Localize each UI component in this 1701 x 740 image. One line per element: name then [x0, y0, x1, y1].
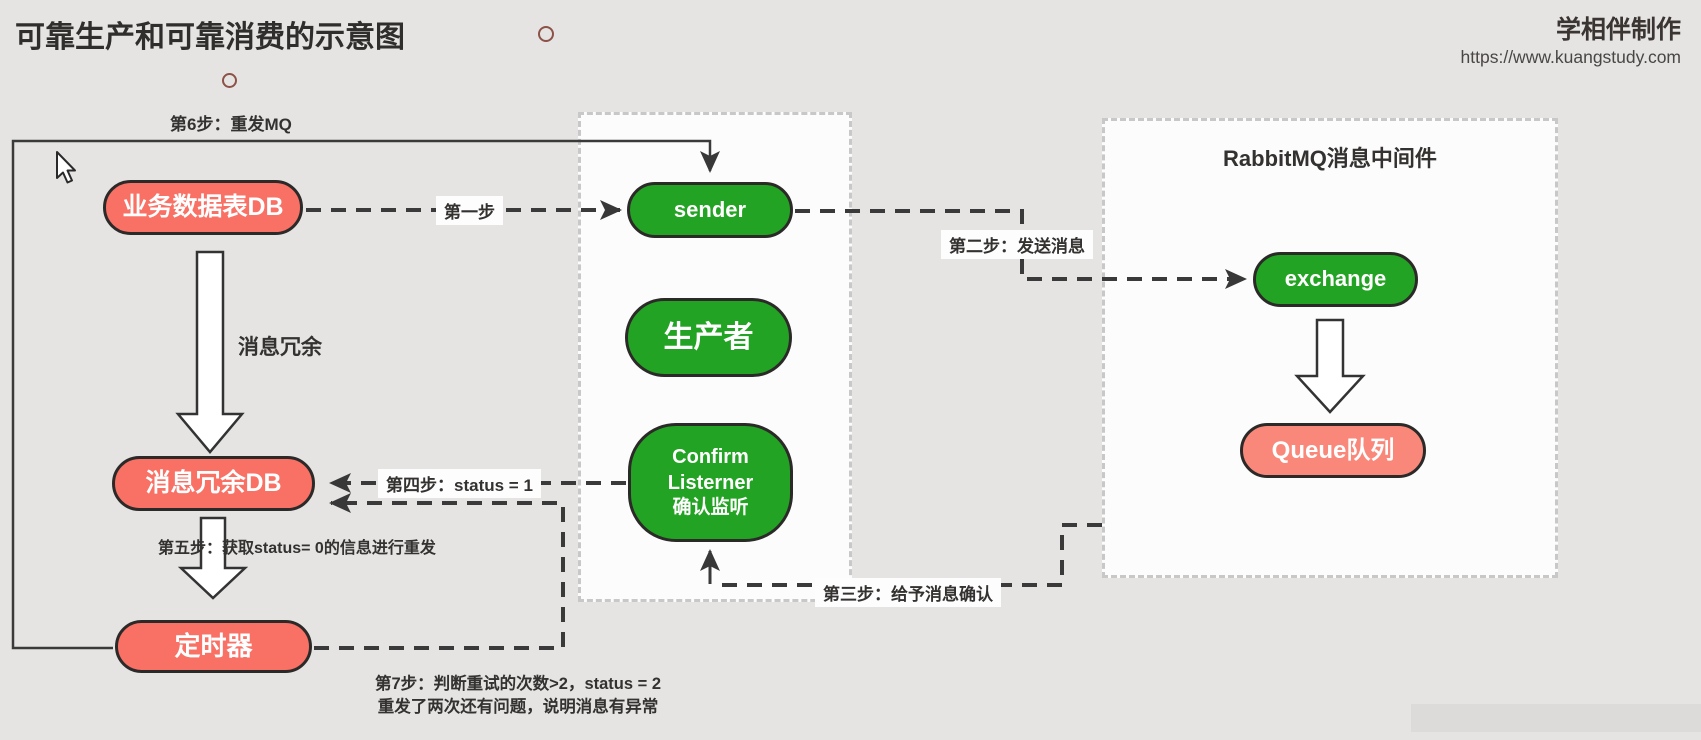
confirm-line3: 确认监听 — [672, 497, 749, 519]
sender-node: sender — [627, 182, 793, 238]
queue-node: Queue队列 — [1240, 423, 1426, 478]
timer-node: 定时器 — [115, 620, 312, 673]
step1-label: 第一步 — [436, 196, 503, 225]
small-circle-marker — [222, 73, 237, 88]
redundancy-big-arrow — [175, 250, 245, 454]
bottom-right-overlay — [1411, 704, 1701, 732]
redundancy-flow-label: 消息冗余 — [238, 336, 322, 359]
business-db-node: 业务数据表DB — [103, 180, 303, 235]
step2-label: 第二步：发送消息 — [941, 230, 1093, 259]
credit-text: 学相伴制作 — [1555, 16, 1681, 44]
mouse-cursor — [56, 151, 76, 184]
producer-node: 生产者 — [625, 298, 792, 377]
step7-label-line2: 重发了两次还有问题，说明消息有异常 — [377, 698, 659, 716]
step5-big-arrow — [177, 516, 249, 600]
step6-label: 第6步：重发MQ — [170, 115, 292, 134]
small-circle-marker — [538, 26, 554, 42]
redundancy-db-node: 消息冗余DB — [112, 456, 315, 511]
step5-label: 第五步：获取status= 0的信息进行重发 — [158, 540, 436, 557]
confirm-listener-node: Confirm Listerner 确认监听 — [628, 423, 793, 542]
site-url: https://www.kuangstudy.com — [1460, 47, 1681, 67]
page-title: 可靠生产和可靠消费的示意图 — [15, 21, 405, 54]
exchange-node: exchange — [1253, 252, 1418, 307]
rabbitmq-panel-title: RabbitMQ消息中间件 — [1223, 146, 1437, 171]
step7-line — [314, 493, 565, 650]
step4-label: 第四步：status = 1 — [378, 469, 541, 498]
step7-label-line1: 第7步：判断重试的次数>2，status = 2 — [374, 675, 662, 693]
exchange-queue-big-arrow — [1294, 318, 1366, 414]
step3-line — [719, 523, 1102, 587]
confirm-line1: Confirm — [672, 446, 749, 469]
step3-label: 第三步：给予消息确认 — [815, 578, 1001, 607]
step6-resend-line — [11, 139, 720, 650]
confirm-line2: Listerner — [667, 472, 754, 495]
